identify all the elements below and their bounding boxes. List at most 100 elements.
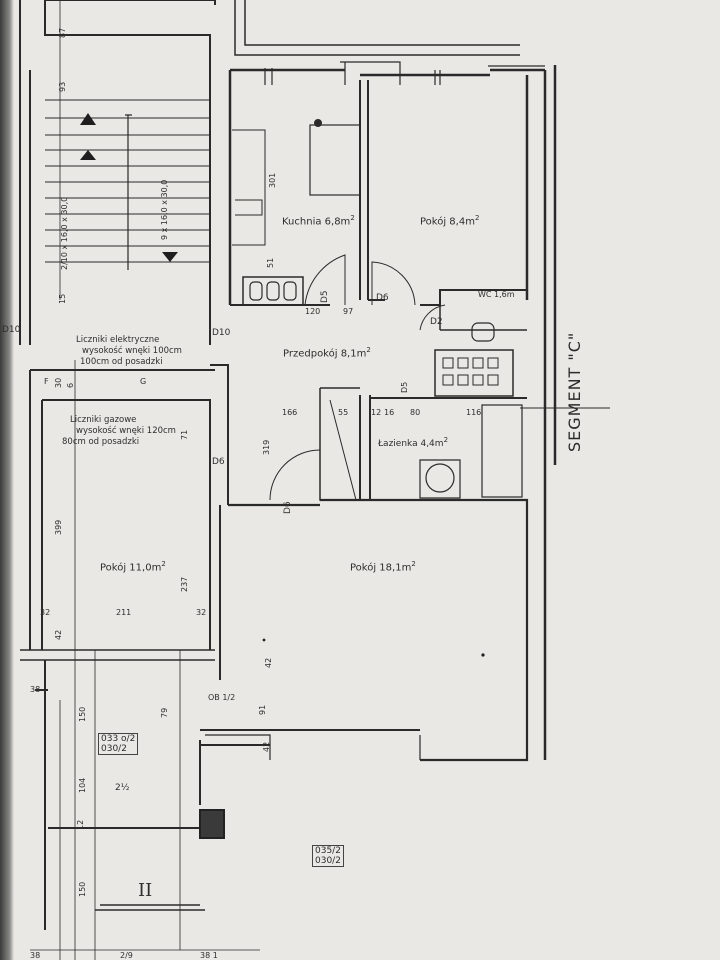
balcony-pillar — [199, 809, 225, 839]
stove-block — [434, 349, 514, 397]
dim-label: 166 — [282, 408, 298, 417]
door-label: D10 — [212, 328, 231, 338]
dim-label: 319 — [262, 439, 271, 455]
chimney-block — [242, 276, 304, 306]
code-label-ob: OB 1/2 — [208, 693, 236, 702]
stair-wall-left — [19, 70, 31, 345]
dim-label: 42 — [262, 741, 271, 752]
dim-label: 80 — [410, 408, 421, 417]
dim-label: 9 x 16,0 x 30,0 — [160, 179, 169, 240]
door-label: D10 — [2, 325, 21, 335]
dim-label: 93 — [58, 81, 67, 92]
door-label: D6 — [283, 501, 293, 514]
door-arc-hall — [269, 449, 321, 501]
dim-label: 399 — [54, 519, 63, 535]
door-arc-room — [371, 261, 416, 306]
window-kitchen — [264, 61, 401, 85]
room-label-bathroom: Łazienka 4,4m2 — [378, 436, 449, 449]
segment-label: SEGMENT "C" — [565, 331, 584, 452]
bathtub — [481, 404, 523, 498]
room-label-hall: Przedpokój 8,1m2 — [283, 346, 371, 360]
bottom-dim-label: 2/9 — [120, 951, 133, 960]
dim-label: 71 — [180, 429, 189, 440]
dim-label: 301 — [268, 172, 277, 188]
wc-toilet — [471, 322, 495, 342]
dim-label: 2/10 x 16,0 x 30,0 — [60, 196, 69, 270]
dim-label: 32 — [40, 608, 51, 617]
balcony-outline — [35, 660, 201, 930]
wall-top-right — [234, 0, 520, 56]
wall-left-room — [29, 369, 215, 650]
wall-left-room-bottom — [20, 649, 215, 661]
dim-label: 42 — [264, 657, 273, 668]
stair-arrow-mid — [80, 150, 96, 160]
bottom-dim-label: 38 — [30, 951, 41, 960]
kitchen-counter — [232, 129, 266, 246]
dim-line-left — [59, 0, 181, 960]
wall-kitchen-top — [228, 68, 545, 305]
window-big-room — [205, 734, 421, 760]
dim-label: 2½ — [115, 783, 130, 793]
dim-label: 237 — [180, 576, 189, 592]
room-label-kitchen: Kuchnia 6,8m2 — [282, 214, 355, 228]
kitchen-table — [309, 124, 361, 196]
dim-label: 12 — [76, 819, 85, 830]
room-label-big-room: Pokój 18,1m2 — [350, 560, 416, 574]
section-marker: II — [138, 880, 153, 901]
wall-cabinet — [319, 387, 360, 501]
wall-top-stair — [19, 0, 216, 305]
dim-label: 15 — [58, 293, 67, 304]
room-label-small-room: Pokój 8,4m2 — [420, 214, 480, 228]
bath-sink — [419, 459, 461, 499]
dim-label: F — [44, 377, 49, 386]
wall-right-outer — [525, 65, 557, 760]
dim-label: 97 — [343, 307, 354, 316]
wc-door — [419, 304, 446, 331]
stair-arrow-up — [80, 113, 96, 125]
bottom-dim-label: 38 1 — [200, 951, 218, 960]
stair-rail — [125, 114, 132, 270]
dim-label: 32 — [196, 608, 207, 617]
dim-label: 42 — [54, 629, 63, 640]
dim-label: 79 — [160, 707, 169, 718]
door-label: D6 — [212, 457, 225, 467]
dim-label: 211 — [116, 608, 132, 617]
window-room — [434, 65, 545, 85]
dim-label: 91 — [258, 704, 267, 715]
door-arc-cabinet — [329, 399, 357, 501]
dim-label: 6 — [66, 382, 75, 388]
wc-walls — [439, 290, 527, 331]
wall-big-room-bottom — [200, 729, 420, 746]
dim-label: 150 — [78, 881, 87, 897]
door-label: D6 — [376, 293, 389, 303]
wall-big-room — [228, 498, 529, 762]
wall-bathroom — [359, 395, 527, 501]
wall-left-room-right — [209, 500, 221, 680]
dim-label: 16 — [384, 408, 395, 417]
door-label: D2 — [430, 317, 443, 327]
door-label: D5 — [320, 290, 330, 303]
dim-label: 116 — [466, 408, 482, 417]
dim-label: 12 — [371, 408, 382, 417]
dim-label: 120 — [305, 307, 321, 316]
wall-hall-left — [209, 305, 229, 505]
dim-label: 38 — [30, 685, 41, 694]
paper-shadow-edge — [0, 0, 14, 960]
door-label: D5 — [400, 381, 409, 393]
dim-label: 55 — [338, 408, 349, 417]
dim-label: 150 — [78, 706, 87, 722]
section-arrow — [95, 904, 205, 911]
dim-label: 104 — [78, 777, 87, 793]
room-label-left-room: Pokój 11,0m2 — [100, 560, 166, 574]
stair-arrow-down — [162, 252, 178, 262]
dim-label: 87 — [58, 27, 67, 38]
dim-label: 51 — [266, 257, 275, 268]
dim-label: G — [140, 377, 147, 386]
wall-kitchen-room — [359, 80, 369, 300]
door-arc-kitchen — [304, 254, 346, 306]
dim-label: 30 — [54, 377, 63, 388]
